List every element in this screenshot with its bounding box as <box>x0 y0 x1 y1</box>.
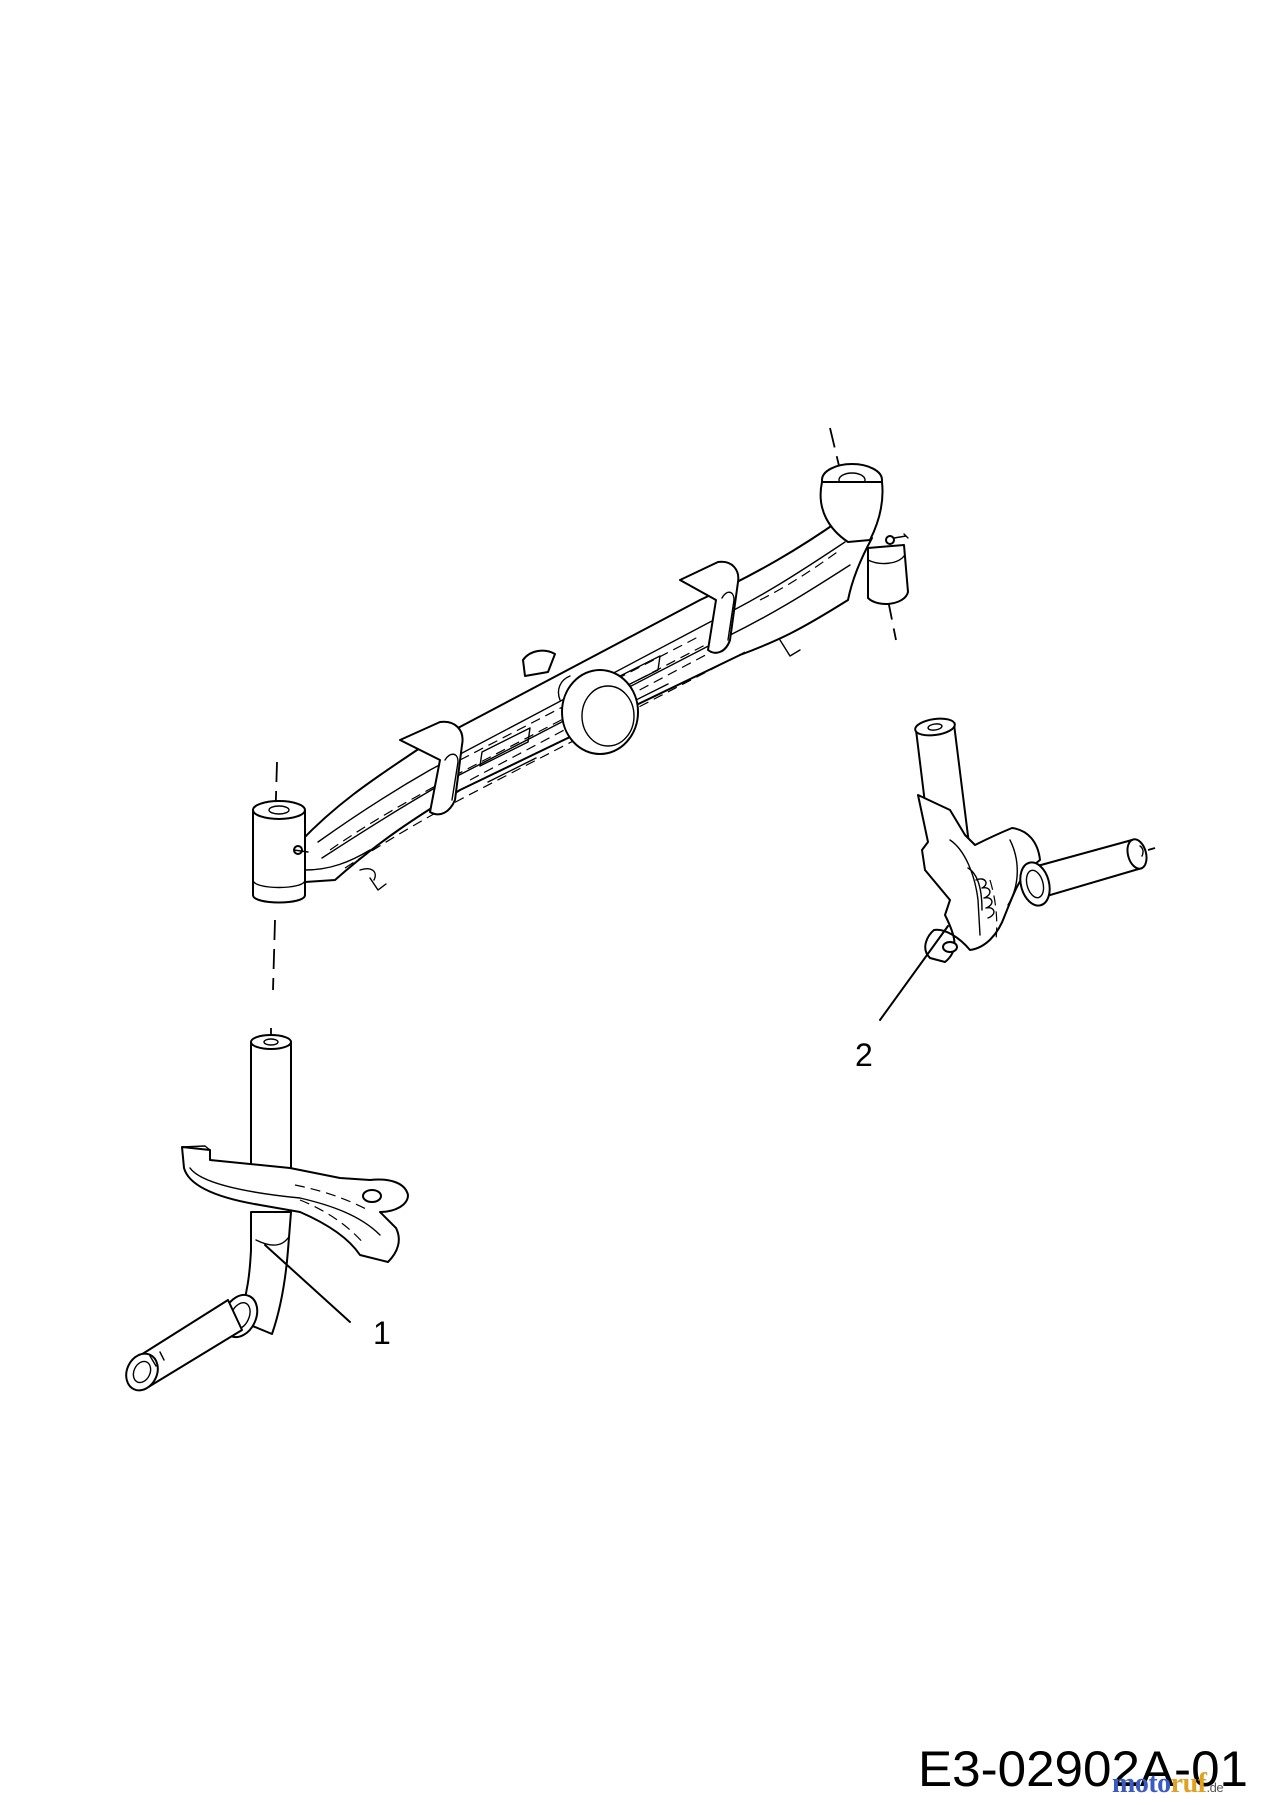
callout-label-1: 1 <box>373 1315 391 1351</box>
drawing-code: E3-02902A-01 <box>918 1741 1248 1797</box>
leader-line-1 <box>264 1244 351 1323</box>
watermark-logo: motoruf.de <box>1112 1768 1224 1800</box>
spindle-1 <box>125 1028 409 1392</box>
callout-1: 1 <box>264 1244 391 1351</box>
callout-2: 2 <box>855 925 949 1073</box>
watermark-brand-1: moto <box>1112 1768 1171 1799</box>
front-axle <box>252 427 909 991</box>
spindle-2 <box>914 717 1156 963</box>
watermark-brand-2: ruf <box>1170 1768 1207 1799</box>
leader-line-2 <box>879 925 949 1021</box>
callout-label-2: 2 <box>855 1037 873 1073</box>
watermark-suffix: .de <box>1206 1780 1224 1795</box>
